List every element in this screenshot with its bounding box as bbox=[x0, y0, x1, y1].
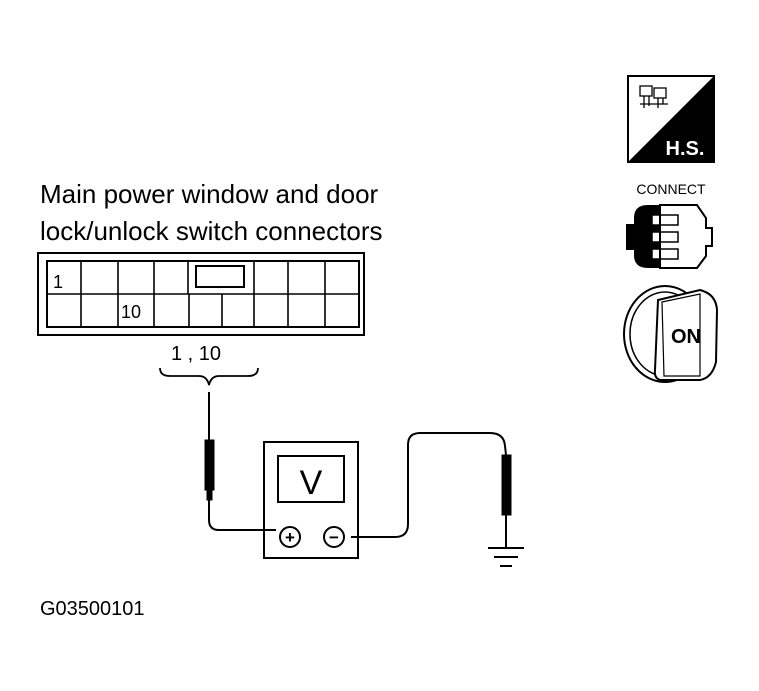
positive-probe bbox=[204, 392, 276, 531]
pin-label-10: 10 bbox=[121, 302, 141, 322]
ignition-on-icon: ON bbox=[623, 285, 719, 383]
voltmeter-body bbox=[263, 441, 359, 559]
plus-terminal bbox=[279, 526, 301, 548]
negative-probe bbox=[351, 432, 512, 547]
minus-sign: − bbox=[329, 528, 339, 547]
voltmeter bbox=[263, 441, 359, 559]
probe-pin-label: 1 , 10 bbox=[171, 343, 221, 365]
hs-icon: H.S. bbox=[627, 75, 715, 163]
title-line-2: lock/unlock switch connectors bbox=[40, 216, 382, 246]
hs-label: H.S. bbox=[666, 138, 705, 160]
connector-housing bbox=[37, 252, 365, 336]
connector-lock-tab bbox=[195, 265, 245, 288]
ground-symbol bbox=[488, 547, 524, 567]
plus-sign: + bbox=[285, 528, 295, 547]
connect-label: CONNECT bbox=[636, 181, 706, 197]
connector bbox=[37, 252, 365, 336]
pin-brace bbox=[159, 367, 259, 386]
figure-code: G03500101 bbox=[40, 598, 145, 620]
pin-label-1: 1 bbox=[53, 272, 63, 292]
minus-terminal bbox=[323, 526, 345, 548]
on-label: ON bbox=[671, 326, 701, 348]
voltmeter-unit: V bbox=[300, 464, 323, 502]
connect-icon bbox=[626, 204, 713, 269]
title-line-1: Main power window and door bbox=[40, 179, 379, 209]
voltmeter-display bbox=[277, 455, 345, 503]
harness-icon bbox=[639, 85, 668, 108]
